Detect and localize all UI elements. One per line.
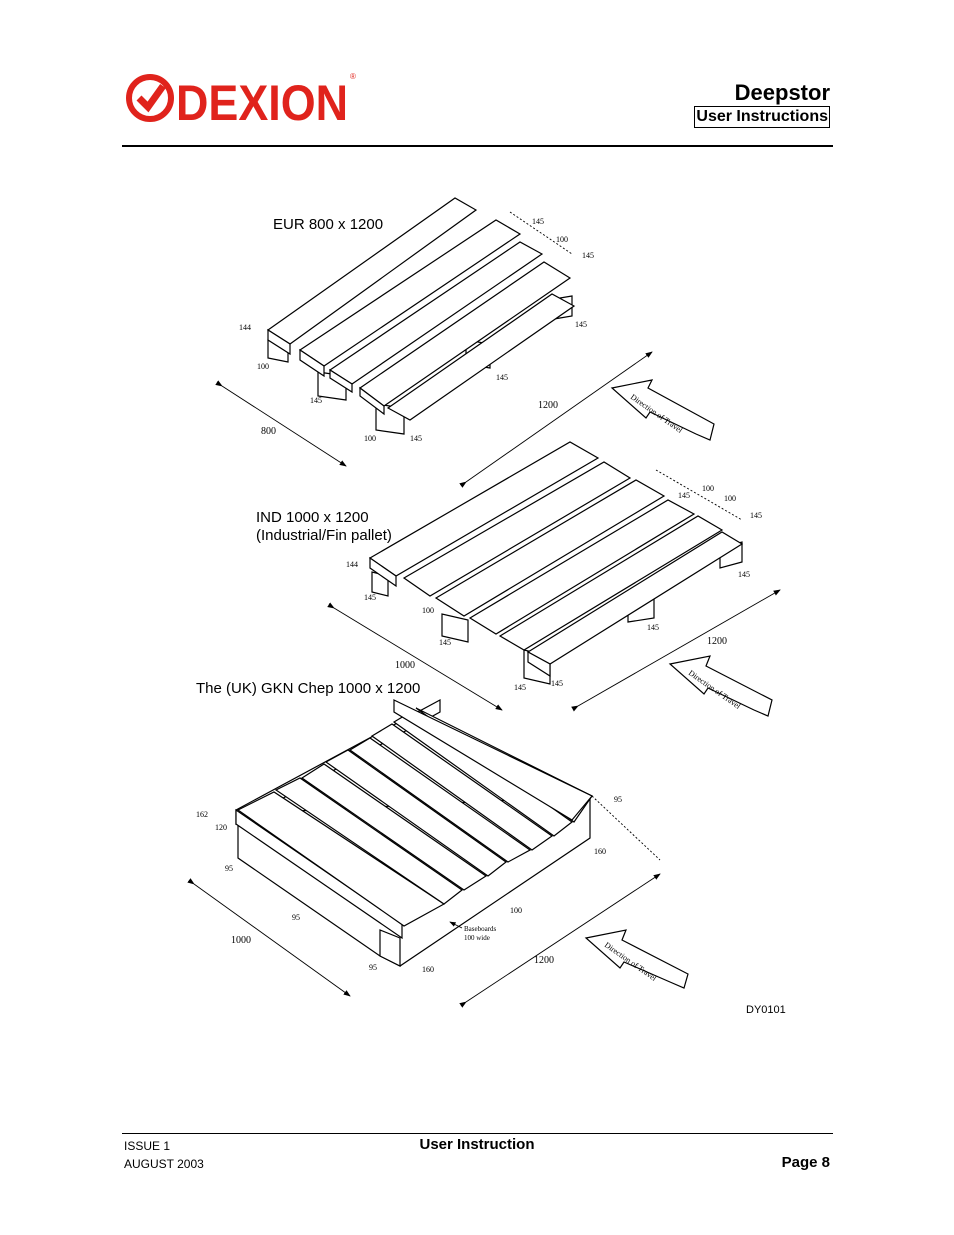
- eur-dim: 100: [257, 362, 269, 371]
- document-subtitle: User Instructions: [694, 106, 830, 128]
- ind-dim: 145: [738, 570, 750, 579]
- gkn-baseboards: Baseboards: [464, 925, 497, 933]
- gkn-dim: 160: [422, 965, 434, 974]
- gkn-baseboards: 100 wide: [464, 934, 490, 942]
- gkn-dim: 95: [225, 864, 233, 873]
- eur-dim: 100: [364, 434, 376, 443]
- ind-dim: 1000: [395, 660, 415, 671]
- ind-title-line1: IND 1000 x 1200: [256, 509, 369, 526]
- ind-dim: 145: [439, 638, 451, 647]
- ind-dim: 145: [678, 491, 690, 500]
- gkn-dim: 120: [215, 823, 227, 832]
- gkn-dim: 162: [196, 810, 208, 819]
- eur-dim: 800: [261, 426, 276, 437]
- figure-reference: DY0101: [746, 1004, 786, 1016]
- footer-date: AUGUST 2003: [124, 1157, 204, 1171]
- gkn-pallet: [235, 698, 593, 967]
- gkn-dim: 1000: [231, 935, 251, 946]
- eur-pallet: [266, 197, 576, 435]
- eur-dim: 100: [556, 235, 568, 244]
- eur-dim: 1200: [538, 400, 558, 411]
- svg-text:®: ®: [350, 72, 356, 81]
- eur-dim: 145: [575, 320, 587, 329]
- ind-dim: 145: [364, 593, 376, 602]
- gkn-dim: 95: [614, 795, 622, 804]
- ind-dim: 145: [750, 511, 762, 520]
- ind-pallet: [368, 441, 744, 685]
- gkn-dim: 1200: [534, 955, 554, 966]
- gkn-dim: 95: [369, 963, 377, 972]
- ind-dim: 100: [702, 484, 714, 493]
- gkn-title: The (UK) GKN Chep 1000 x 1200: [196, 680, 420, 697]
- eur-dim: 145: [310, 396, 322, 405]
- footer-issue: ISSUE 1: [124, 1139, 171, 1153]
- footer-title: User Instruction: [419, 1136, 535, 1153]
- gkn-dim: 95: [292, 913, 300, 922]
- gkn-dim: 100: [510, 906, 522, 915]
- ind-dim: 100: [724, 494, 736, 503]
- ind-dim: 1200: [707, 636, 727, 647]
- gkn-dim: 160: [594, 847, 606, 856]
- logo-wordmark: DEXION: [176, 75, 348, 126]
- page-number: Page 8: [781, 1154, 830, 1171]
- ind-dim: 145: [551, 679, 563, 688]
- eur-dim: 145: [582, 251, 594, 260]
- ind-title-line2: (Industrial/Fin pallet): [256, 527, 392, 544]
- eur-title: EUR 800 x 1200: [273, 216, 383, 233]
- eur-dim: 145: [410, 434, 422, 443]
- header-rule: [122, 145, 833, 147]
- ind-dim: 145: [647, 623, 659, 632]
- ind-dim: 144: [346, 560, 358, 569]
- ind-dim: 145: [514, 683, 526, 692]
- footer-rule: [122, 1133, 833, 1134]
- ind-dim: 100: [422, 606, 434, 615]
- document-title: Deepstor: [734, 80, 830, 105]
- dexion-logo: DEXION ®: [126, 70, 361, 131]
- eur-dim: 144: [239, 323, 251, 332]
- eur-dim: 145: [496, 373, 508, 382]
- eur-dim: 145: [532, 217, 544, 226]
